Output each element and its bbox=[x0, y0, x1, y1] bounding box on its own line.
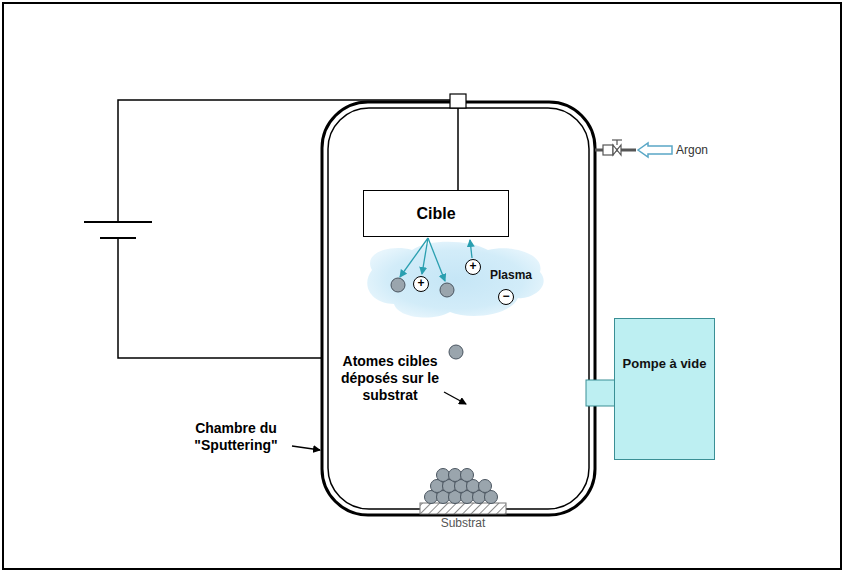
ion-trajectories bbox=[400, 238, 472, 281]
positive-ion: + bbox=[465, 259, 481, 275]
chamber-leader bbox=[292, 446, 320, 450]
argon-valve bbox=[595, 140, 636, 155]
chamber-inner-wall bbox=[328, 108, 589, 509]
plasma-cloud bbox=[367, 242, 543, 318]
target-atoms bbox=[391, 278, 463, 359]
chamber-label: Chambre du "Sputtering" bbox=[180, 420, 292, 454]
deposited-atom bbox=[437, 469, 450, 482]
frame bbox=[3, 3, 841, 569]
deposited-atom bbox=[461, 469, 474, 482]
deposited-atoms bbox=[425, 469, 498, 504]
feedthrough bbox=[450, 94, 466, 108]
node-text: Plasma bbox=[490, 268, 532, 282]
node-text: Substrat bbox=[418, 516, 508, 530]
target-box: Cible bbox=[363, 190, 509, 237]
substrate-leader bbox=[444, 392, 466, 404]
pump-connector bbox=[586, 380, 615, 406]
node-text: Cible bbox=[416, 205, 455, 223]
chamber-wall bbox=[322, 102, 595, 515]
feedthrough-wire bbox=[457, 108, 459, 190]
substrate: Substrat bbox=[418, 501, 508, 535]
battery-symbol bbox=[84, 222, 152, 238]
deposited-atom bbox=[479, 480, 492, 493]
positive-ion: + bbox=[413, 276, 429, 292]
vacuum-pump-box: Pompe à vide bbox=[614, 318, 715, 460]
deposition-label: Atomes cibles déposés sur le substrat bbox=[331, 353, 449, 404]
plasma-region: Plasma bbox=[372, 244, 540, 318]
deposited-atom bbox=[449, 469, 462, 482]
gas-label: Argon bbox=[676, 143, 708, 157]
substrate-bar bbox=[420, 503, 506, 514]
node-text: Pompe à vide bbox=[621, 355, 708, 373]
electron: − bbox=[498, 289, 514, 305]
gas-inlet-arrow bbox=[638, 143, 672, 157]
